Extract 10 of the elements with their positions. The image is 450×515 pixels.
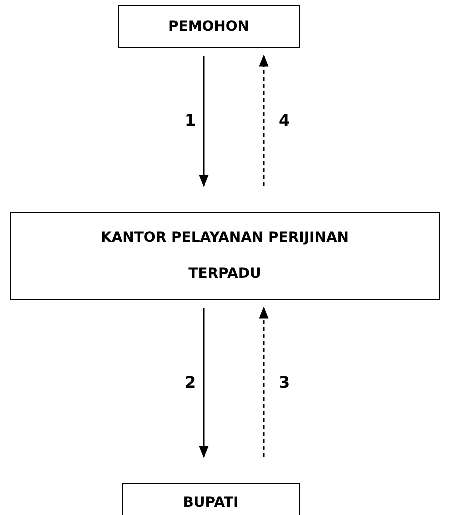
process-box (118, 5, 300, 48)
arrow (259, 306, 269, 457)
process-box (122, 483, 300, 515)
box-label: KANTOR PELAYANAN PERIJINAN TERPADU (100, 229, 350, 284)
box-label: PEMOHON (168, 18, 250, 36)
arrow (259, 54, 269, 186)
arrow (199, 308, 209, 458)
box-label: BUPATI (183, 494, 239, 513)
process-box (10, 212, 440, 300)
arrow (199, 56, 209, 188)
